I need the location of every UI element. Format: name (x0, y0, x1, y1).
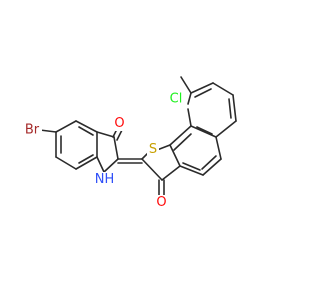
bond (141, 158, 163, 181)
atom-cl: Cl (166, 91, 186, 107)
atom-label-o2: O (156, 195, 166, 210)
bond (228, 98, 232, 119)
bond (169, 125, 192, 146)
label-background (166, 91, 186, 107)
atom-label-cl: Cl (170, 92, 183, 107)
bond (190, 82, 214, 94)
bond (194, 88, 212, 98)
bond (187, 92, 192, 105)
bond (75, 156, 98, 170)
bond (103, 158, 119, 173)
bond (39, 129, 57, 133)
bond (232, 94, 237, 122)
bond (202, 158, 222, 176)
atom-label-o1: O (114, 116, 124, 131)
bond (187, 108, 192, 127)
atom-label-br: Br (25, 123, 40, 138)
bond (169, 144, 181, 167)
bond (201, 155, 217, 170)
atom-label-nh: NH (95, 172, 115, 187)
molecule-diagram: Br O NH S Cl O (22, 76, 237, 210)
atom-label-s: S (149, 142, 157, 157)
bond (173, 133, 192, 151)
bond (78, 154, 94, 164)
bond (75, 120, 98, 133)
label-background (113, 116, 126, 131)
bond (96, 131, 115, 138)
atom-o2: O (155, 195, 168, 210)
bond (215, 120, 237, 138)
bond (55, 120, 77, 133)
bond (212, 82, 234, 96)
atom-s: S (147, 142, 159, 157)
atom-br: Br (22, 122, 42, 138)
bond (113, 136, 119, 160)
bond (196, 126, 213, 135)
label-background (22, 122, 42, 138)
atom-labels: Br O NH S Cl O (22, 91, 186, 210)
atom-o1: O (113, 116, 126, 131)
label-background (94, 172, 115, 187)
bond (96, 156, 105, 173)
bond (161, 165, 181, 181)
label-background (147, 142, 159, 157)
bond (182, 162, 201, 171)
bond-lines (39, 76, 237, 197)
bond (190, 125, 217, 138)
bond (215, 136, 222, 160)
bond (116, 129, 123, 141)
bond (179, 165, 204, 176)
bond (180, 76, 192, 94)
atom-nh: NH (94, 172, 115, 187)
bond (156, 144, 171, 151)
bond (78, 126, 94, 136)
bond (55, 156, 77, 170)
label-background (155, 195, 168, 210)
